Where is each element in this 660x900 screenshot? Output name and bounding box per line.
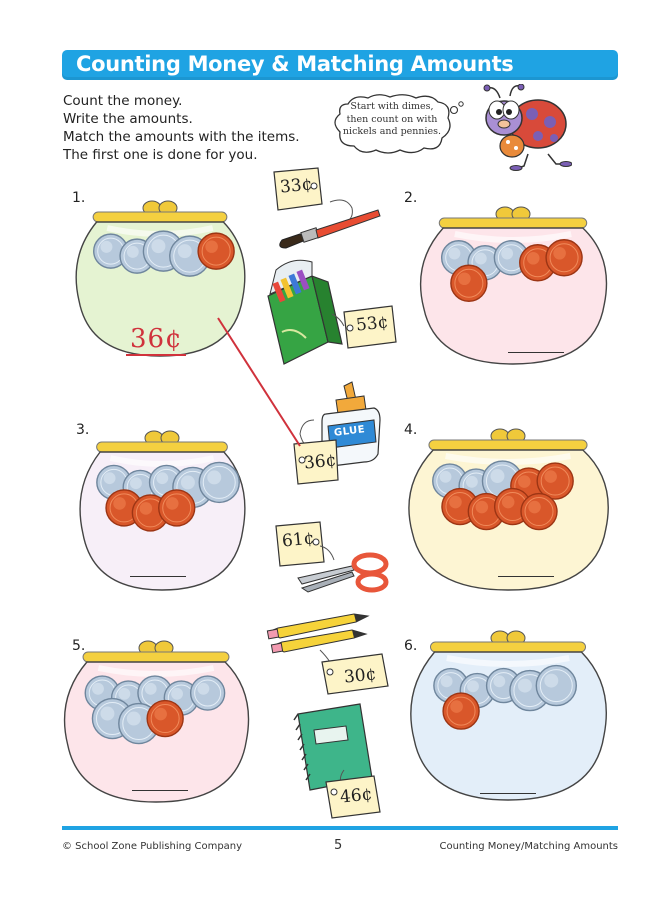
notebook-item[interactable]: 46¢ [276, 700, 388, 822]
purse-icon [79, 430, 246, 591]
penny-coin-icon [520, 492, 558, 531]
answer-blank[interactable] [130, 576, 186, 577]
answer-blank[interactable] [132, 790, 188, 791]
page-title: Counting Money & Matching Amounts [76, 52, 514, 76]
price-tag-icon [343, 305, 397, 349]
page-number: 5 [334, 838, 343, 853]
title-bar: Counting Money & Matching Amounts [62, 50, 618, 80]
paintbrush-icon [279, 209, 381, 249]
coin-purse [76, 428, 248, 598]
purse-icon [419, 206, 608, 365]
footer-rule [62, 826, 618, 830]
glue-item[interactable]: GLUE 36¢ [274, 380, 384, 496]
answer-blank[interactable] [480, 793, 536, 794]
problem-number: 3. [76, 422, 90, 438]
answer-blank[interactable] [498, 576, 554, 577]
speech-line: nickels and pennies. [342, 126, 442, 137]
speech-line: then count on with [346, 113, 438, 125]
notebook-icon [293, 703, 373, 791]
speech-bubble: Start with dimes, then count on with nic… [334, 94, 464, 154]
answer-underline [126, 354, 186, 356]
price-tag-icon [273, 167, 323, 211]
coin-purse [60, 638, 252, 810]
cloud-icon [334, 94, 464, 154]
penny-coin-icon [146, 699, 184, 738]
problem-number: 5. [72, 638, 86, 654]
purse-icon [408, 428, 609, 591]
ladybug-mascot-icon [466, 83, 573, 172]
dime-coin-icon [189, 675, 226, 711]
coin-purse [404, 426, 612, 598]
footer-section: Counting Money/Matching Amounts [439, 841, 618, 852]
answer-blank[interactable] [508, 352, 564, 353]
nickel-coin-icon [198, 461, 240, 504]
instruction-line: Count the money. [63, 93, 183, 109]
footer-publisher: © School Zone Publishing Company [62, 841, 243, 852]
dime-coin-icon [93, 233, 129, 269]
price-tag-icon [321, 653, 389, 695]
purse-icon [410, 630, 607, 801]
problem-number: 1. [72, 190, 86, 206]
pencils-icon [266, 613, 370, 654]
crayon-box-icon [267, 259, 343, 365]
scissors-icon [297, 552, 389, 593]
price-tag-icon [275, 521, 325, 567]
coin-purse [416, 204, 610, 372]
penny-coin-icon [158, 489, 196, 527]
penny-coin-icon [536, 462, 574, 500]
paintbrush-item[interactable]: 33¢ [262, 166, 382, 250]
purse-icon [63, 640, 250, 803]
price-tag-icon [325, 775, 381, 819]
problem-number: 4. [404, 422, 418, 438]
price-tag-icon [293, 439, 339, 485]
penny-coin-icon [197, 232, 235, 270]
penny-coin-icon [450, 264, 488, 302]
scissors-item[interactable]: 61¢ [268, 518, 398, 596]
instruction-line: The first one is done for you. [63, 147, 258, 163]
nickel-coin-icon [535, 664, 577, 707]
pencils-item[interactable]: 30¢ [264, 606, 396, 696]
penny-coin-icon [545, 239, 583, 277]
speech-line: Start with dimes, [350, 101, 434, 112]
problem-number: 6. [404, 638, 418, 654]
crayons-item[interactable]: 53¢ [262, 252, 400, 370]
purse-icon [75, 200, 246, 357]
coin-purse [406, 628, 610, 808]
problem-number: 2. [404, 190, 418, 206]
instruction-line: Match the amounts with the items. [63, 129, 300, 145]
coin-purse [72, 198, 248, 364]
instruction-line: Write the amounts. [63, 111, 193, 127]
penny-coin-icon [442, 692, 480, 730]
instructions: Count the money. Write the amounts. Matc… [63, 92, 343, 164]
answer-36-cents: 36¢ [130, 324, 183, 354]
